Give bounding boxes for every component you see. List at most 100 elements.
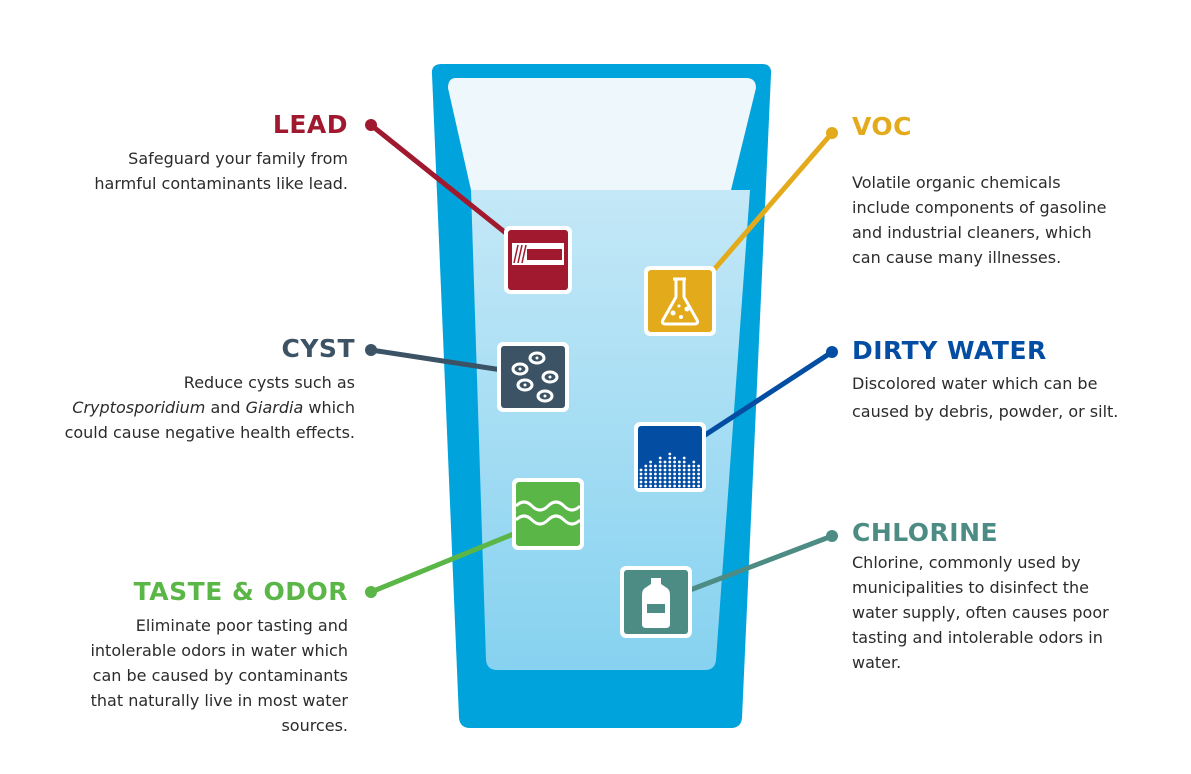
sediment-dot: [682, 472, 686, 476]
cyst-organism-name: Giardia: [245, 398, 304, 417]
sediment-dot: [644, 468, 648, 472]
chlorine-description: Chlorine, commonly used by municipalitie…: [852, 550, 1109, 675]
chlorine-connector-line: [689, 533, 833, 593]
taste-odor-desc-line: sources.: [281, 716, 348, 735]
sediment-dot: [668, 460, 672, 464]
sediment-dot: [673, 472, 676, 476]
lead-connector-line: [369, 123, 514, 240]
lead-connector-dot: [365, 119, 377, 131]
lead-description: Safeguard your family from harmful conta…: [94, 146, 348, 196]
sediment-dot: [687, 464, 691, 468]
taste-odor-label: TASTE & ODOR Eliminate poor tasting and …: [90, 577, 348, 738]
sediment-dot: [682, 484, 686, 488]
sediment-dot: [644, 484, 648, 488]
sediment-dot: [654, 480, 657, 484]
sediment-dot: [692, 472, 696, 476]
sediment-dot: [678, 484, 681, 488]
sediment-dot: [658, 460, 662, 464]
sediment-dot: [668, 472, 672, 476]
sediment-dot: [668, 456, 672, 460]
sediment-dot: [658, 464, 662, 468]
sediment-dot: [692, 480, 696, 484]
chlorine-desc-line: Chlorine, commonly used by: [852, 553, 1081, 572]
cyst-desc-text: and: [205, 398, 246, 417]
sediment-dot: [668, 452, 672, 456]
sediment-dot: [649, 476, 652, 480]
dirty-water-label: DIRTY WATER Discolored water which can b…: [852, 336, 1118, 426]
glass-inner: [448, 78, 756, 190]
sediment-dot: [687, 468, 691, 472]
sediment-dot: [673, 480, 676, 484]
bleach-bottle-icon: [620, 566, 692, 638]
sediment-dot: [692, 460, 696, 464]
sediment-dot: [687, 472, 691, 476]
cyst-label: CYST Reduce cysts such as Cryptosporidiu…: [65, 334, 355, 445]
sediment-dot: [658, 456, 662, 460]
sediment-dot: [658, 476, 662, 480]
chlorine-desc-line: municipalities to disinfect the: [852, 578, 1089, 597]
sediment-dot: [687, 480, 691, 484]
sediment-dot: [658, 472, 662, 476]
dirty-water-title: DIRTY WATER: [852, 336, 1047, 365]
cyst-title: CYST: [281, 334, 355, 363]
chlorine-title: CHLORINE: [852, 518, 999, 547]
sediment-dot: [654, 476, 657, 480]
sediment-dot: [682, 476, 686, 480]
sediment-dot: [663, 476, 667, 480]
taste-odor-connector-line: [370, 530, 517, 595]
sediment-dot: [697, 484, 700, 488]
water-glass: [431, 64, 772, 728]
cyst-cells-icon: [497, 342, 569, 412]
sediment-dot: [663, 468, 667, 472]
sediment-dot: [649, 480, 652, 484]
sediment-dot: [644, 480, 648, 484]
cyst-description: Reduce cysts such as Cryptosporidium and…: [65, 370, 355, 445]
sediment-dot: [644, 464, 648, 468]
sediment-dot: [639, 468, 643, 472]
wavy-water-icon: [512, 478, 584, 550]
sediment-dot: [682, 460, 686, 464]
voc-desc-line: and industrial cleaners, which: [852, 223, 1092, 242]
cyst-desc-line: could cause negative health effects.: [64, 423, 355, 442]
voc-desc-line: include components of gasoline: [852, 198, 1107, 217]
sediment-dot: [697, 476, 700, 480]
sediment-dot: [668, 484, 672, 488]
sediment-dot: [663, 464, 667, 468]
voc-title: VOC: [852, 112, 913, 141]
sediment-dot: [673, 468, 676, 472]
sediment-dot: [697, 472, 700, 476]
sediment-dot: [654, 472, 657, 476]
sediment-dot: [658, 480, 662, 484]
sediment-dot: [692, 476, 696, 480]
sediment-dot: [678, 476, 681, 480]
sediment-dot: [682, 456, 686, 460]
sediment-dot: [697, 464, 700, 468]
voc-connector-dot: [826, 127, 838, 139]
dirty-water-connector-dot: [826, 346, 838, 358]
dirty-water-description: Discolored water which can be caused by …: [852, 370, 1118, 426]
lead-pipe-icon: [504, 226, 572, 294]
sediment-dot: [654, 464, 657, 468]
dirty-water-connector-line: [700, 349, 834, 440]
sediment-dot: [649, 484, 652, 488]
sediment-dot: [649, 472, 652, 476]
sediment-dot: [697, 468, 700, 472]
sediment-dot: [673, 476, 676, 480]
sediment-dot: [673, 456, 676, 460]
sediment-dot: [639, 484, 643, 488]
sediment-dot: [697, 480, 700, 484]
sediment-dot: [673, 460, 676, 464]
cyst-desc-text: which: [303, 398, 355, 417]
chlorine-desc-line: water supply, often causes poor: [852, 603, 1109, 622]
sediment-dot: [678, 460, 681, 464]
sediment-dot: [644, 472, 648, 476]
voc-connector-line: [710, 131, 834, 274]
voc-description: Volatile organic chemicals include compo…: [852, 170, 1106, 270]
sediment-dot: [692, 484, 696, 488]
sediment-dot: [673, 484, 676, 488]
sediment-dot: [639, 476, 643, 480]
sediment-dot: [639, 472, 643, 476]
sediment-dot: [678, 464, 681, 468]
lead-desc-line: Safeguard your family from: [128, 149, 348, 168]
taste-odor-desc-line: intolerable odors in water which: [90, 641, 348, 660]
